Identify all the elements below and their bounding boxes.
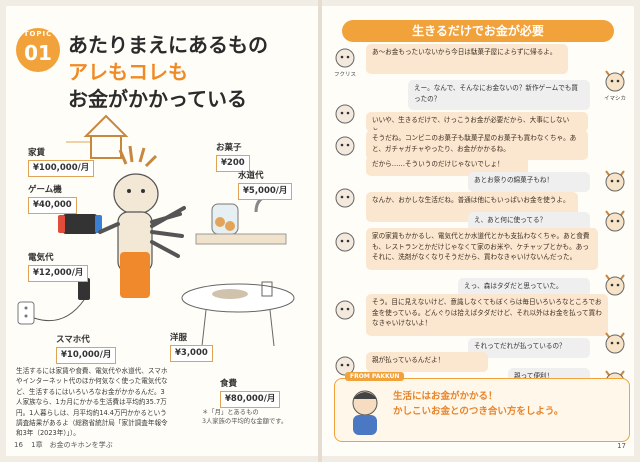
topic-number: 01 [24, 41, 52, 65]
imashika-avatar-icon [604, 170, 626, 192]
from-tag: FROM PAKKUN [345, 372, 405, 381]
page-number-right: 17 [617, 442, 626, 450]
section-header: 生きるだけでお金が必要 [342, 20, 614, 42]
fukurisu-avatar-icon: フクリス [334, 46, 356, 78]
title-line-1: あたりまえにあるもの [68, 33, 268, 57]
speech-bubble-fukurisu: あ～お金もったいないから今日は駄菓子屋によらずに帰るよ。 [366, 44, 568, 74]
fukurisu-avatar-icon [334, 102, 356, 124]
speech-bubble-fukurisu: 家の家賃もかかるし、電気代とか水道代とかも支払わなくちゃ。あと食費も、レストラン… [366, 228, 598, 270]
pakkun-avatar-icon [352, 390, 378, 435]
game-console-icon [58, 214, 102, 234]
imashika-avatar-icon [604, 210, 626, 232]
speech-bubble-imashika: え、あと何に使ってる？ [468, 212, 590, 232]
left-page: TOPIC 01 あたりまえにあるもの アレもコレも お金がかかっている [6, 6, 318, 456]
speech-bubble-fukurisu: いいや、生きるだけで、けっこうお金が必要だから、大事にしないと。 [366, 112, 588, 135]
item-electric: 電気代 ¥12,000/月 [28, 252, 89, 282]
from-message: 生活にはお金がかかる！ かしこいお金とのつき合い方をしよう。 [393, 391, 564, 417]
fukurisu-avatar-icon [334, 230, 356, 252]
faucet-icon [195, 194, 287, 245]
title-line-2: アレもコレも [68, 60, 188, 84]
page-title: あたりまえにあるもの アレもコレも お金がかかっている [68, 32, 268, 113]
item-food: 食費 ¥80,000/月 [220, 378, 281, 408]
book-spine [318, 0, 322, 462]
snack-jar-icon [211, 203, 239, 235]
speech-bubble-imashika: あとお祭りの綿菓子もね！ [468, 172, 590, 192]
speech-bubble-fukurisu: 親が払っているんだよ！ [366, 352, 488, 372]
item-game: ゲーム機 ¥40,000 [28, 184, 77, 214]
speaker-name: イマシカ [603, 96, 626, 102]
smartphone-icon [33, 278, 90, 322]
speech-bubble-fukurisu: そうだね。コンビニのお菓子も駄菓子屋のお菓子も買わなくちゃ。あと、ガチャガチャや… [366, 130, 588, 160]
house-icon [83, 114, 129, 159]
fukurisu-avatar-icon [334, 186, 356, 208]
power-outlet-icon [17, 301, 35, 325]
topic-label: TOPIC [23, 30, 53, 38]
item-rent: 家賃 ¥100,000/月 [28, 147, 95, 177]
room-illustration [17, 114, 295, 347]
title-line-3: お金がかかっている [68, 87, 247, 111]
fukurisu-avatar-icon [334, 298, 356, 320]
imashika-avatar-icon [604, 274, 626, 296]
item-water: 水道代 ¥5,000/月 [238, 170, 293, 200]
speech-bubble-imashika: それってだれが払っているの？ [468, 338, 590, 358]
footnote: ＊「月」とあるもの 3人家族の平均的な金額です。 [202, 409, 288, 425]
fukurisu-avatar-icon [334, 134, 356, 156]
speaker-name: フクリス [333, 72, 356, 78]
page-number-left: 16 1章 お金のキホンを学ぶ [14, 441, 113, 449]
chapter-footer: 1章 お金のキホンを学ぶ [31, 441, 113, 449]
topic-badge: TOPIC 01 [16, 28, 60, 72]
item-phone: スマホ代 ¥10,000/月 [56, 334, 117, 364]
imashika-avatar-icon: イマシカ [604, 70, 626, 102]
body-text: 生活するには家賃や食費、電気代や水道代、スマホやインターネット代のほか何気なく使… [16, 367, 168, 438]
right-page: 生きるだけでお金が必要 あ～お金もったいないから今日は駄菓子屋によらずに帰るよ。… [322, 6, 634, 456]
speech-bubble-fukurisu: そう。目に見えないけど、意識しなくてもぼくらは毎日いろいろなところでお金を使って… [366, 294, 608, 336]
imashika-avatar-icon [604, 332, 626, 354]
from-pakkun-box: FROM PAKKUN 生活にはお金がかかる！ かしこいお金とのつき合い方をしよ… [334, 372, 630, 442]
item-snack: お菓子 ¥200 [216, 142, 250, 172]
speech-bubble-imashika: えー。なんで、そんなにお金ないの？新作ゲームでも買ったの？ [408, 80, 590, 110]
item-clothes: 洋服 ¥3,000 [170, 332, 213, 362]
table-icon [181, 281, 295, 347]
deer-character-icon [98, 145, 186, 298]
speech-bubble-imashika: えっ、森はタダだと思っていた。 [458, 278, 590, 298]
speech-bubble-fukurisu: だから……そういうのだけじゃないでしょ！ [366, 156, 528, 176]
